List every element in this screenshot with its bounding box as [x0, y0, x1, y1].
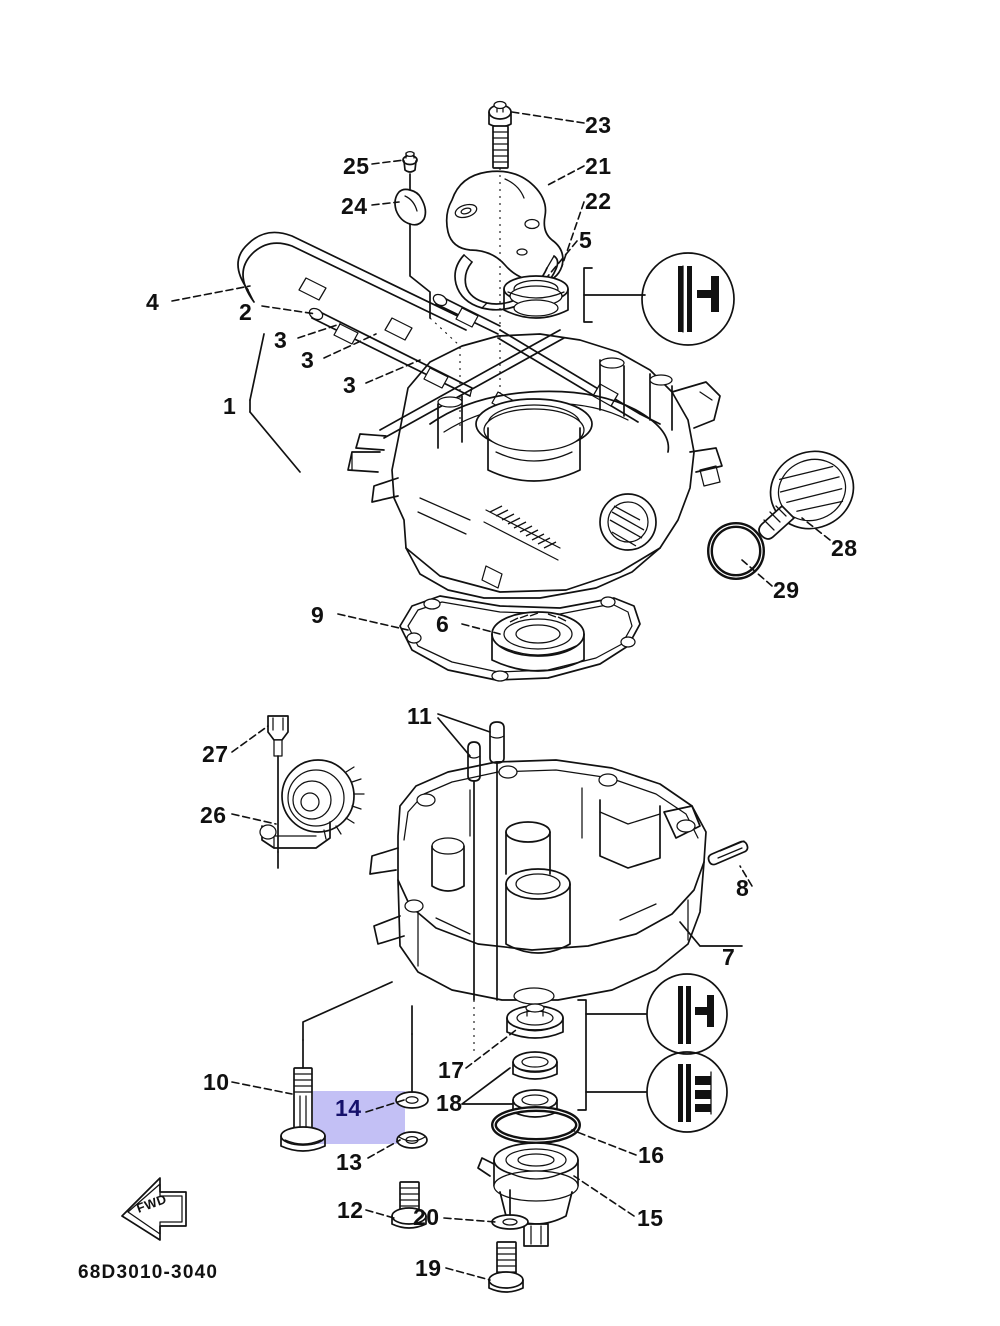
- callout-4: 4: [146, 289, 160, 315]
- thermostat-cover-21: [445, 170, 564, 283]
- callout-16: 16: [638, 1142, 665, 1168]
- washer-14: [395, 1005, 429, 1109]
- clamp-24-stem: [409, 223, 431, 319]
- bolt-23: [488, 100, 512, 169]
- bearing-6: [491, 611, 585, 672]
- callout-7: 7: [722, 944, 736, 970]
- callout-11: 11: [407, 703, 433, 729]
- oil-strainer-15: [477, 1142, 579, 1247]
- bracket-17-18: [577, 999, 587, 1111]
- seal-orientation-detail-upper: [641, 252, 735, 346]
- callout-2: 2: [239, 299, 253, 325]
- oil-pump-26: [259, 759, 365, 849]
- screw-25: [402, 150, 418, 173]
- callout-6: 6: [436, 611, 450, 637]
- oil-pan-7: [369, 759, 707, 1005]
- tube-2: [308, 307, 473, 397]
- callout-8: 8: [736, 875, 750, 901]
- seal-18a: [512, 1051, 558, 1080]
- callout-3b: 3: [301, 347, 315, 373]
- callout-23: 23: [585, 112, 612, 138]
- callout-10: 10: [203, 1069, 230, 1095]
- callout-25: 25: [343, 153, 370, 179]
- callout-15: 15: [637, 1205, 664, 1231]
- callout-3c: 3: [343, 372, 357, 398]
- callout-26: 26: [200, 802, 227, 828]
- gasket-9: [399, 595, 641, 682]
- o-ring-16: [491, 1106, 581, 1144]
- callout-20: 20: [413, 1204, 440, 1230]
- callout-19: 19: [415, 1255, 442, 1281]
- oil-filler-cap-28: [758, 450, 855, 540]
- callout-28: 28: [831, 535, 858, 561]
- crankcase-body: [347, 333, 723, 599]
- callout-3a: 3: [274, 327, 288, 353]
- leader-lines: [171, 111, 831, 1281]
- callout-1: 1: [223, 393, 237, 419]
- seal-orientation-detail-lower: [646, 1051, 728, 1133]
- callout-27: 27: [202, 741, 229, 767]
- washer-13: [396, 1131, 428, 1149]
- pin-8: [707, 840, 749, 866]
- oil-seal-5: [503, 275, 569, 319]
- breather-hose-4: [237, 231, 471, 341]
- callout-18: 18: [436, 1090, 463, 1116]
- seal-17: [506, 1003, 564, 1039]
- callout-24: 24: [341, 193, 368, 219]
- fwd-arrow: [121, 1177, 187, 1241]
- callout-12: 12: [337, 1197, 364, 1223]
- callout-5: 5: [579, 227, 593, 253]
- clamp-24: [394, 188, 427, 226]
- callout-22: 22: [585, 188, 612, 214]
- callout-9: 9: [311, 602, 325, 628]
- callout-13: 13: [336, 1149, 363, 1175]
- bolt-12: [391, 1181, 427, 1229]
- callout-14: 14: [335, 1095, 362, 1121]
- tube-3: [432, 293, 501, 335]
- seal-18b: [512, 1089, 558, 1118]
- callout-29: 29: [773, 577, 800, 603]
- callout-21: 21: [585, 153, 612, 179]
- seal-orientation-detail-mid: [646, 973, 728, 1055]
- o-ring-29: [707, 522, 765, 580]
- bolt-10: [280, 981, 393, 1152]
- bolt-19: [488, 1241, 524, 1293]
- part-number-label: 68D3010-3040: [78, 1262, 219, 1283]
- selection-highlight: [313, 1091, 405, 1144]
- callout-17: 17: [438, 1057, 465, 1083]
